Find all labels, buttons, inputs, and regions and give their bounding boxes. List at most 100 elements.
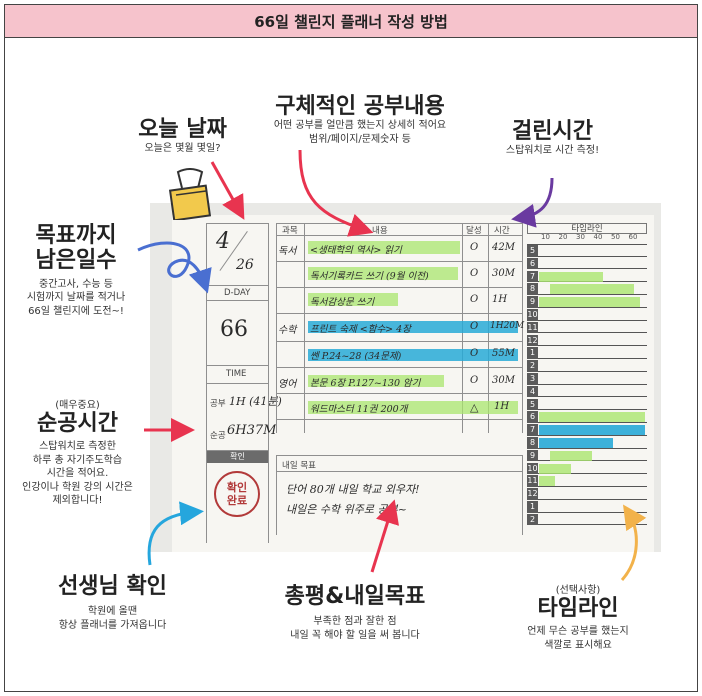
- timeline-fill: [539, 297, 640, 308]
- divider: [276, 393, 522, 394]
- row-time: 42M: [492, 242, 515, 253]
- callout-timeline: (선택사항) 타임라인 언제 무슨 공부를 했는지 색깔로 표시해요: [498, 581, 658, 652]
- highlight: [308, 349, 518, 361]
- row-done: O: [470, 268, 479, 279]
- timeline-row: 10: [527, 309, 647, 321]
- callout-sub: 하루 총 자기주도학습: [32, 454, 123, 466]
- callout-sub: 스탑워치로 시간 측정!: [505, 145, 600, 157]
- timeline-row: 2: [527, 360, 647, 372]
- timeline-row: 6: [527, 257, 647, 270]
- timeline-hour-label: 12: [527, 334, 538, 347]
- timeline-row: 5: [527, 398, 647, 411]
- divider: [206, 450, 268, 451]
- row-content: 본문 6장 P.127~130 암기: [310, 378, 421, 389]
- divider: [276, 223, 277, 433]
- callout-content: 구체적인 공부내용 어떤 공부를 얼만큼 했는지 상세히 적어요 범위/페이지/…: [250, 94, 470, 146]
- timeline-fill: [539, 271, 603, 282]
- divider: [206, 383, 268, 384]
- row-time: 1H20M: [490, 321, 525, 331]
- divider: [206, 223, 268, 224]
- timeline-row: 11: [527, 321, 647, 334]
- tomorrow-line1: 단어 80개 내일 학교 외우자!: [286, 483, 420, 496]
- highlight: [308, 241, 460, 254]
- callout-net-study: (매우중요) 순공시간 스탑워치로 측정한 하루 총 자기주도학습 시간을 적어…: [10, 396, 145, 508]
- callout-sub: 내일 꼭 해야 할 일을 써 봅니다: [290, 629, 420, 641]
- timeline-row: 2: [527, 513, 647, 526]
- timeline-row: 3: [527, 373, 647, 385]
- divider: [206, 365, 268, 366]
- timeline-hour-label: 11: [527, 321, 538, 334]
- timeline-fill: [549, 450, 592, 461]
- stamp-text: 완료: [226, 493, 248, 507]
- callout-sub: 언제 무슨 공부를 했는지: [527, 626, 629, 638]
- row-content: 워드마스터 11권 200개: [310, 404, 408, 415]
- dday-value: 66: [220, 317, 248, 342]
- callout-head: 걸린시간: [512, 119, 593, 144]
- divider: [206, 300, 268, 301]
- study-value: 1H (41분): [229, 395, 282, 408]
- divider: [206, 285, 268, 286]
- callout-sub: 오늘은 몇월 몇일?: [144, 143, 221, 155]
- divider: [304, 223, 305, 433]
- timeline-fill: [539, 438, 614, 448]
- row-time: 55M: [492, 348, 515, 359]
- timeline-hour-label: 1: [527, 501, 538, 513]
- callout-sub: 스탑워치로 측정한: [39, 441, 116, 453]
- timeline-hour-label: 9: [527, 449, 538, 462]
- timeline-hour-label: 9: [527, 296, 538, 308]
- callout-sub: 색깔로 표시해요: [544, 639, 612, 651]
- callout-head: 목표까지: [35, 223, 117, 248]
- timeline-hour-label: 11: [527, 475, 538, 487]
- timeline-fill: [539, 463, 571, 474]
- header-content: 내용: [372, 226, 388, 236]
- planner-sheet: 4 26 D-DAY 66 TIME 공부 1H (41분) 순공 6H37M …: [172, 215, 654, 552]
- net-value: 6H37M: [227, 423, 277, 438]
- timeline-hour-label: 5: [527, 398, 538, 411]
- row-done: O: [470, 321, 479, 332]
- timeline-hour-label: 6: [527, 411, 538, 423]
- row-time: 1H: [494, 401, 510, 412]
- callout-head: 오늘 날짜: [138, 117, 227, 142]
- divider: [268, 223, 269, 543]
- timeline-row: 9: [527, 296, 647, 308]
- header-done: 달성: [466, 226, 482, 236]
- divider: [522, 455, 523, 535]
- timeline-fill: [539, 425, 645, 436]
- callout-time-taken: 걸린시간 스탑워치로 시간 측정!: [490, 119, 615, 158]
- header-subject: 과목: [282, 226, 298, 236]
- row-done: O: [470, 294, 479, 305]
- row-done: △: [470, 401, 479, 414]
- callout-sub: 부족한 점과 잘한 점: [313, 616, 397, 628]
- divider: [276, 455, 277, 535]
- row-content: 프린트 숙제 <함수> 4장: [310, 324, 411, 335]
- timeline-hour-label: 8: [527, 437, 538, 449]
- timeline-hour-label: 12: [527, 488, 538, 500]
- divider: [276, 341, 522, 342]
- row-time: 30M: [492, 375, 515, 386]
- date-month: 4: [216, 229, 230, 254]
- highlight: [308, 321, 518, 333]
- timeline-row: 12: [527, 488, 647, 500]
- callout-today: 오늘 날짜 오늘은 몇월 몇일?: [120, 117, 245, 156]
- timeline-row: 7: [527, 424, 647, 436]
- divider: [276, 261, 522, 262]
- callout-dday: 목표까지 남은일수 중간고사, 수능 등 시험까지 날짜를 적거나 66일 챌린…: [12, 223, 140, 318]
- timeline-fill: [539, 412, 645, 423]
- callout-sub: 시간을 적어요.: [46, 468, 109, 480]
- timeline-row: 9: [527, 449, 647, 462]
- timeline-hour-label: 6: [527, 257, 538, 270]
- timeline-hour-label: 7: [527, 270, 538, 283]
- callout-head: 구체적인 공부내용: [275, 94, 445, 119]
- row-content: <생태학의 역사> 읽기: [310, 245, 402, 256]
- net-label: 순공: [210, 431, 226, 441]
- timeline-row: 8: [527, 283, 647, 295]
- highlight: [308, 401, 518, 414]
- timeline-hour-label: 10: [527, 462, 538, 475]
- row-content: 쎈 P.24~28 (34문제): [310, 351, 402, 362]
- date-day: 26: [236, 257, 254, 273]
- timeline-hour-label: 2: [527, 513, 538, 526]
- timeline-tick: 40: [593, 233, 603, 241]
- timeline-row: 12: [527, 334, 647, 347]
- callout-sub: 어떤 공부를 얼만큼 했는지 상세히 적어요: [273, 120, 447, 132]
- divider: [276, 471, 522, 472]
